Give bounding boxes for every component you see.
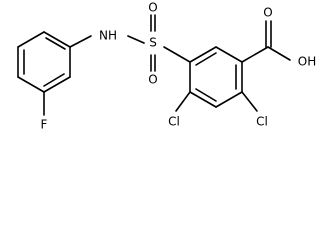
bond [163, 46, 191, 63]
bond [215, 46, 243, 63]
bond [127, 35, 145, 44]
bond [189, 91, 217, 108]
bond [189, 46, 217, 63]
nh-label: NH [99, 29, 117, 43]
benzoic-acid-ring [189, 46, 243, 108]
bond [69, 35, 92, 48]
bond [17, 76, 45, 93]
molecule-drawing: NH S O O O OH F Cl Cl [17, 1, 316, 132]
carbonyl-oxygen-label: O [263, 6, 272, 20]
chlorine-left-label: Cl [168, 115, 180, 129]
fluorophenyl-ring [17, 31, 71, 93]
bond [241, 91, 258, 112]
double-bond-line [195, 52, 217, 66]
sulfur-label: S [149, 36, 157, 50]
oxygen-bottom-label: O [148, 73, 157, 87]
double-bond-line [195, 88, 217, 102]
chlorine-right-label: Cl [256, 115, 268, 129]
bond [241, 46, 269, 63]
bond [267, 46, 291, 61]
hydroxyl-label: OH [298, 55, 316, 69]
bond [43, 76, 71, 93]
oxygen-top-label: O [148, 1, 157, 15]
bond [17, 31, 45, 48]
double-bond-line [43, 73, 65, 87]
bond [175, 91, 191, 112]
double-bond-line [45, 37, 66, 50]
bond [215, 91, 243, 108]
bond [43, 31, 71, 48]
fluorine-label: F [41, 118, 48, 132]
structure-diagram: NH S O O O OH F Cl Cl [17, 0, 317, 132]
